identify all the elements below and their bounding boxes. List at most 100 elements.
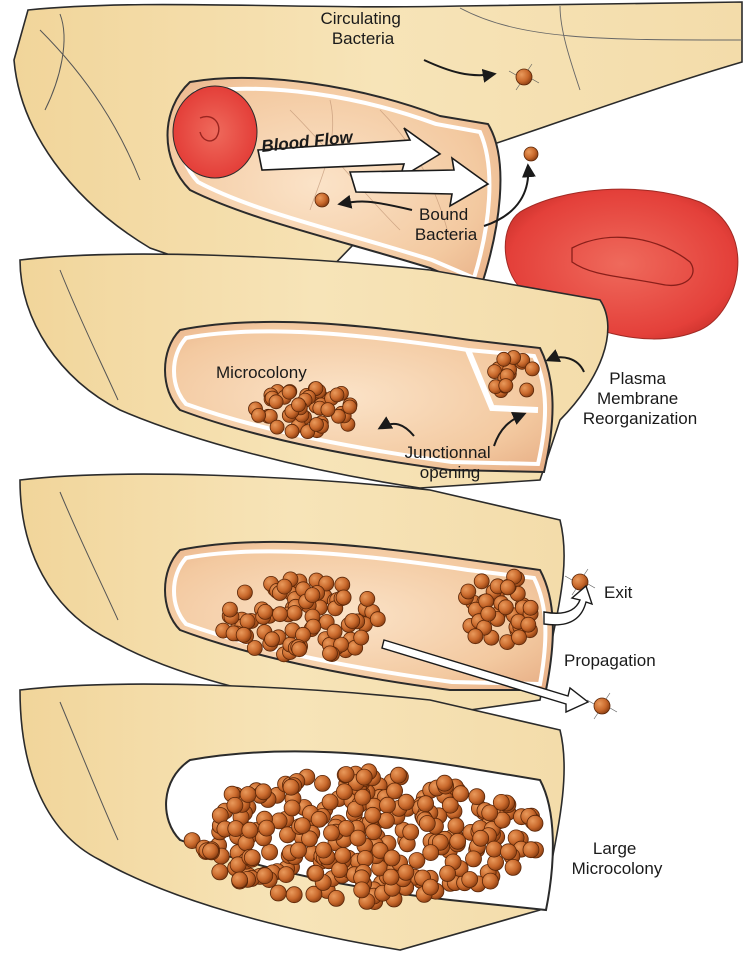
bacterium xyxy=(523,600,538,615)
bacterium xyxy=(486,841,502,857)
bacterium xyxy=(287,606,302,621)
bacterium xyxy=(461,584,476,599)
bacterium xyxy=(481,606,496,621)
bacterium xyxy=(499,379,513,393)
bacterium xyxy=(505,859,521,875)
bacterium xyxy=(469,789,485,805)
bacterium xyxy=(520,383,534,397)
bacterium xyxy=(292,398,306,412)
bacterium xyxy=(223,602,238,617)
bacterium xyxy=(240,787,256,803)
bacterium xyxy=(524,147,538,161)
panel-3-vessel xyxy=(20,474,617,720)
bacterium xyxy=(242,822,258,838)
bacterium xyxy=(462,872,478,888)
bacterium xyxy=(227,797,243,813)
bacterium xyxy=(473,830,489,846)
label-exit: Exit xyxy=(604,583,633,602)
bacterium xyxy=(237,585,252,600)
bacterium xyxy=(345,614,360,629)
bacterium xyxy=(525,362,539,376)
bacterium xyxy=(330,388,344,402)
bacterium xyxy=(587,693,617,719)
bacterium xyxy=(321,403,335,417)
bacterium xyxy=(286,887,302,903)
bacterium xyxy=(316,842,332,858)
bacterium xyxy=(493,794,509,810)
bacterium xyxy=(360,591,375,606)
bacterium xyxy=(466,851,482,867)
bacterium xyxy=(328,890,344,906)
bacterium xyxy=(228,821,244,837)
bacterium xyxy=(292,642,307,657)
bacterium xyxy=(315,193,329,207)
bacterium xyxy=(232,872,248,888)
bacterium xyxy=(468,629,483,644)
label-plasma-membrane: Plasma Membrane Reorganization xyxy=(583,369,697,428)
bacterium xyxy=(252,408,266,422)
bacterium xyxy=(500,580,515,595)
red-blood-cell xyxy=(173,86,257,178)
bacterium xyxy=(332,862,348,878)
bacterium xyxy=(343,400,357,414)
bacterium xyxy=(257,868,273,884)
bacterium xyxy=(335,848,351,864)
bacterium xyxy=(308,865,324,881)
bacterium xyxy=(440,866,456,882)
label-propagation: Propagation xyxy=(564,651,656,670)
label-bound-bacteria: Bound Bacteria xyxy=(415,205,478,244)
bacterium xyxy=(357,851,373,867)
bacterium xyxy=(453,786,469,802)
bacterium xyxy=(350,830,366,846)
bacterium xyxy=(336,590,351,605)
bacterium xyxy=(338,767,354,783)
bacterium xyxy=(315,775,331,791)
bacterium xyxy=(497,352,511,366)
bacterium xyxy=(398,794,414,810)
bacterium xyxy=(305,588,320,603)
bacterium xyxy=(419,816,435,832)
bacterium xyxy=(398,864,414,880)
bacterium xyxy=(527,815,543,831)
bacterium xyxy=(240,614,255,629)
bacterium xyxy=(354,882,370,898)
bacterium xyxy=(285,424,299,438)
bacterium xyxy=(291,842,307,858)
panel-2-vessel xyxy=(20,254,608,488)
bacterium xyxy=(294,818,310,834)
bacterium xyxy=(380,797,396,813)
bacterium xyxy=(370,612,385,627)
bacterium xyxy=(336,784,352,800)
bacterium xyxy=(258,604,273,619)
bacterium xyxy=(278,867,294,883)
bacterium xyxy=(354,630,369,645)
bacterium xyxy=(244,850,260,866)
label-circulating-bacteria: Circulating Bacteria xyxy=(320,9,405,48)
bacterium xyxy=(523,842,539,858)
bacterium xyxy=(259,820,275,836)
bacterium xyxy=(365,807,381,823)
bacterium xyxy=(383,869,399,885)
bacterium xyxy=(423,879,439,895)
bacterium xyxy=(498,600,513,615)
bacterium xyxy=(403,824,419,840)
bacterium xyxy=(284,800,300,816)
bacterium xyxy=(277,579,292,594)
bacterium xyxy=(323,646,338,661)
bacterium xyxy=(269,395,283,409)
bacterium xyxy=(474,574,489,589)
bacterium xyxy=(311,811,327,827)
bacterium xyxy=(212,864,228,880)
bacterium xyxy=(437,775,453,791)
bacterium xyxy=(255,784,271,800)
bacterium xyxy=(448,818,464,834)
bacterium xyxy=(384,850,400,866)
bacterium xyxy=(501,844,517,860)
bacterium xyxy=(310,418,324,432)
label-microcolony: Microcolony xyxy=(216,363,307,382)
bacterium xyxy=(521,617,536,632)
bacterium xyxy=(282,385,296,399)
bacterium xyxy=(324,825,340,841)
bacterium xyxy=(512,630,527,645)
